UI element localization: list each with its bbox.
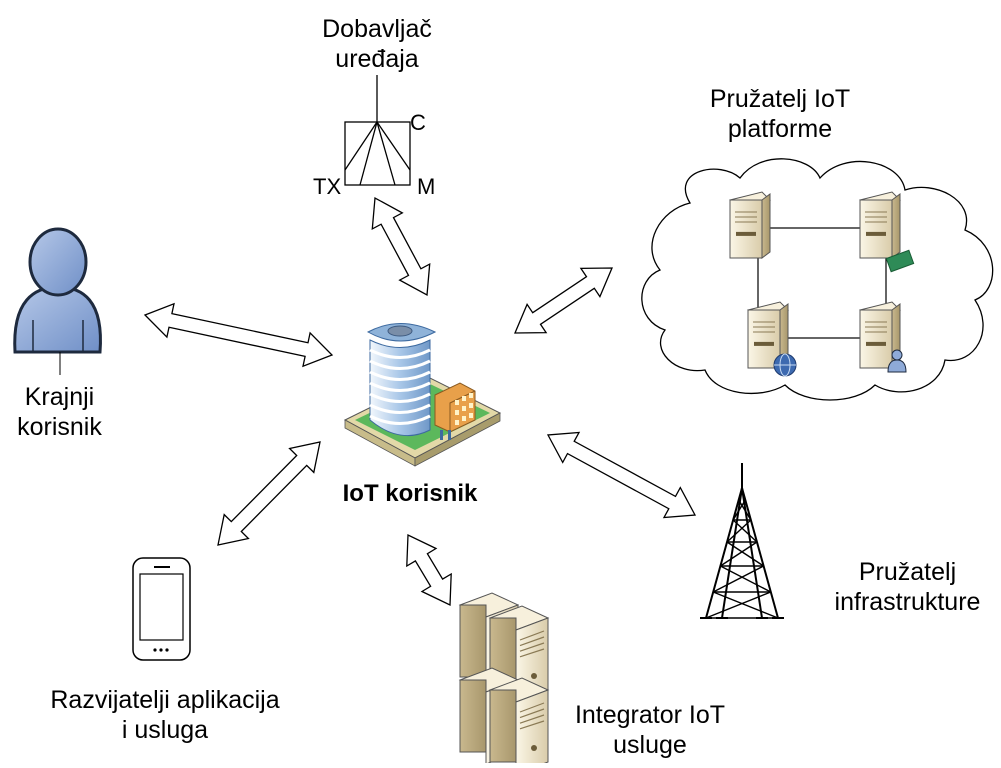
- office-building-icon: [343, 323, 502, 467]
- arrow-end-user: [143, 302, 334, 368]
- service-integrator-line-1: Integrator IoT: [574, 701, 726, 729]
- arrow-device-vendor: [371, 196, 431, 297]
- person-icon: [13, 227, 102, 375]
- server-stack-icon: [458, 592, 550, 768]
- end-user-line-2: korisnik: [17, 413, 102, 441]
- server-2-icon: [859, 191, 901, 259]
- center-label: IoT korisnik: [342, 480, 478, 507]
- arrow-infrastructure-provider: [546, 431, 697, 519]
- service-integrator-label: Integrator IoT usluge: [555, 700, 745, 760]
- end-user-label: Krajnji korisnik: [2, 382, 117, 442]
- money-badge-icon: [885, 249, 915, 273]
- platform-provider-label: Pružatelj IoT platforme: [680, 84, 880, 144]
- cloud-icon: [641, 158, 994, 401]
- device-vendor-line-1: Dobavljač: [322, 15, 432, 43]
- radio-tower-icon: [700, 463, 784, 619]
- app-developers-label: Razvijatelji aplikacija i usluga: [20, 685, 310, 745]
- stack-server-4-icon: [488, 677, 550, 768]
- antenna-icon: [344, 75, 411, 186]
- infrastructure-provider-line-1: Pružatelj: [858, 558, 957, 586]
- server-1-icon: [729, 191, 771, 259]
- device-vendor-label: Dobavljač uređaja: [302, 14, 452, 74]
- device-vendor-line-2: uređaja: [335, 45, 419, 73]
- server-3-icon: [747, 301, 789, 369]
- server-cluster-icon: [729, 191, 915, 377]
- app-developers-line-2: i usluga: [121, 716, 209, 744]
- platform-provider-line-2: platforme: [727, 115, 833, 143]
- infrastructure-provider-line-2: infrastrukture: [834, 588, 981, 616]
- antenna-label-m: M: [417, 174, 436, 199]
- server-4-icon: [859, 301, 901, 369]
- arrow-app-developers: [217, 441, 321, 546]
- smartphone-icon: [132, 557, 191, 661]
- arrow-service-integrator: [406, 533, 452, 607]
- infrastructure-provider-label: Pružatelj infrastrukture: [815, 557, 1000, 617]
- connection-arrows: [143, 196, 697, 607]
- arrow-platform-provider: [514, 267, 613, 334]
- end-user-line-1: Krajnji: [24, 383, 95, 411]
- service-integrator-line-2: usluge: [613, 731, 687, 759]
- antenna-label-tx: TX: [313, 174, 342, 199]
- app-developers-line-1: Razvijatelji aplikacija: [50, 686, 280, 714]
- antenna-label-c: C: [410, 110, 426, 135]
- platform-network-lines: [757, 227, 887, 339]
- platform-provider-line-1: Pružatelj IoT: [709, 85, 851, 113]
- user-badge-icon: [887, 349, 907, 373]
